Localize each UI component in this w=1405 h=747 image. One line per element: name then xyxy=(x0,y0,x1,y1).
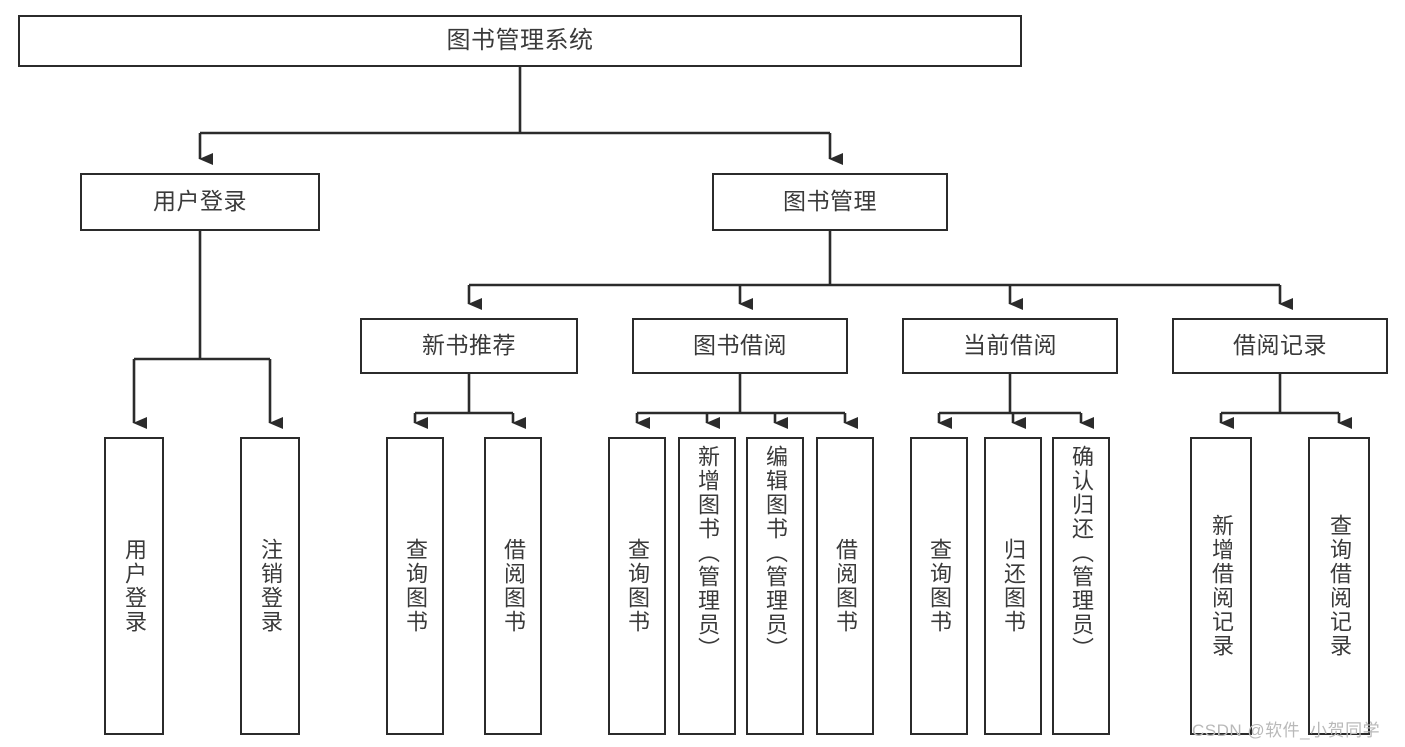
node-label-leaf-borrow-book-1: 借阅图书 xyxy=(501,538,526,634)
node-label-current-borrow: 当前借阅 xyxy=(963,332,1057,359)
node-leaf-edit-book-admin[interactable]: 编辑图书（管理员） xyxy=(746,437,804,735)
node-book-manage[interactable]: 图书管理 xyxy=(712,173,948,231)
node-label-root: 图书管理系统 xyxy=(446,26,594,54)
node-new-book-rec[interactable]: 新书推荐 xyxy=(360,318,578,374)
node-leaf-query-book-3[interactable]: 查询图书 xyxy=(910,437,968,735)
node-label-leaf-query-book-2: 查询图书 xyxy=(625,538,650,634)
node-leaf-add-book-admin[interactable]: 新增图书（管理员） xyxy=(678,437,736,735)
node-label-leaf-add-book-admin: 新增图书（管理员） xyxy=(695,445,720,661)
node-label-leaf-edit-book-admin: 编辑图书（管理员） xyxy=(763,445,788,661)
node-root[interactable]: 图书管理系统 xyxy=(18,15,1022,67)
node-label-leaf-return-book: 归还图书 xyxy=(1001,538,1026,634)
node-label-leaf-add-borrow-record: 新增借阅记录 xyxy=(1209,514,1234,658)
node-user-login[interactable]: 用户登录 xyxy=(80,173,320,231)
node-label-leaf-user-login: 用户登录 xyxy=(122,538,147,634)
node-leaf-add-borrow-record[interactable]: 新增借阅记录 xyxy=(1190,437,1252,735)
node-label-leaf-query-borrow-record: 查询借阅记录 xyxy=(1327,514,1352,658)
node-leaf-user-logout[interactable]: 注销登录 xyxy=(240,437,300,735)
node-label-borrow-record: 借阅记录 xyxy=(1233,332,1327,359)
node-label-book-manage: 图书管理 xyxy=(783,188,877,215)
node-label-leaf-query-book-1: 查询图书 xyxy=(403,538,428,634)
node-leaf-borrow-book-2[interactable]: 借阅图书 xyxy=(816,437,874,735)
node-label-user-login: 用户登录 xyxy=(153,188,247,215)
node-leaf-query-book-1[interactable]: 查询图书 xyxy=(386,437,444,735)
node-label-new-book-rec: 新书推荐 xyxy=(422,332,516,359)
node-leaf-return-book[interactable]: 归还图书 xyxy=(984,437,1042,735)
node-label-book-borrow: 图书借阅 xyxy=(693,332,787,359)
node-label-leaf-confirm-return-admin: 确认归还（管理员） xyxy=(1069,445,1094,661)
node-current-borrow[interactable]: 当前借阅 xyxy=(902,318,1118,374)
node-borrow-record[interactable]: 借阅记录 xyxy=(1172,318,1388,374)
node-leaf-query-book-2[interactable]: 查询图书 xyxy=(608,437,666,735)
watermark-csdn: CSDN @软件_小贺同学 xyxy=(1192,721,1381,740)
node-book-borrow[interactable]: 图书借阅 xyxy=(632,318,848,374)
node-leaf-confirm-return-admin[interactable]: 确认归还（管理员） xyxy=(1052,437,1110,735)
node-leaf-query-borrow-record[interactable]: 查询借阅记录 xyxy=(1308,437,1370,735)
node-leaf-user-login[interactable]: 用户登录 xyxy=(104,437,164,735)
node-leaf-borrow-book-1[interactable]: 借阅图书 xyxy=(484,437,542,735)
node-label-leaf-query-book-3: 查询图书 xyxy=(927,538,952,634)
node-label-leaf-user-logout: 注销登录 xyxy=(258,538,283,634)
node-label-leaf-borrow-book-2: 借阅图书 xyxy=(833,538,858,634)
